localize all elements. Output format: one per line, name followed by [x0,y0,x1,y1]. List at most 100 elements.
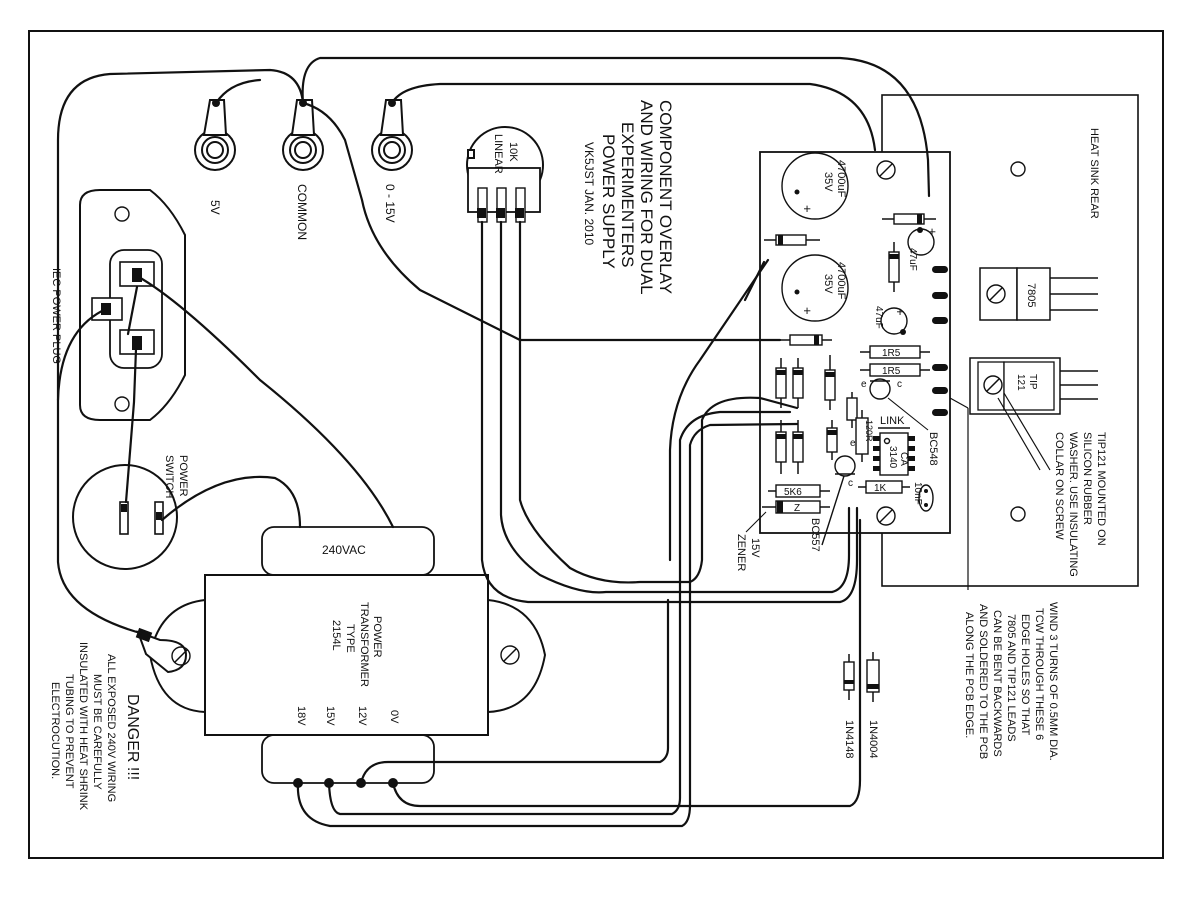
diode-1n4004 [866,652,880,702]
pot-type: LINEAR [492,134,504,174]
svg-text:+: + [800,307,815,315]
diode-stack-bottom [775,392,858,474]
diode-d4 [780,334,832,346]
svg-text:VK5JST JAN. 2010: VK5JST JAN. 2010 [582,142,596,245]
svg-text:47uF: 47uF [873,306,884,329]
svg-text:CA: CA [898,452,909,466]
svg-text:TUBING TO PREVENT: TUBING TO PREVENT [63,674,75,789]
svg-text:10nF: 10nF [912,482,923,505]
resistor-120r [855,410,869,462]
diode-1n4004-label: 1N4004 [867,720,879,759]
svg-text:TCW THROUGH THESE 6: TCW THROUGH THESE 6 [1033,608,1045,740]
terminal-5v-label: 5V [208,200,222,215]
diode-d3 [764,234,820,246]
tip121-label-1: TIP [1027,374,1038,390]
transformer-label-1: POWER [371,616,383,658]
regulator-7805 [979,267,1098,321]
pcb-board: 4700uF 35V + 4700uF 35V + 47uF + 47uF + [745,151,951,552]
svg-text:CAN BE BENT BACKWARDS: CAN BE BENT BACKWARDS [991,610,1003,757]
svg-text:35V: 35V [822,172,834,192]
svg-text:INSULATED WITH HEAT SHRINK: INSULATED WITH HEAT SHRINK [77,642,89,811]
svg-text:e: e [850,438,856,449]
svg-text:1K: 1K [874,483,887,494]
svg-text:ELECTROCUTION.: ELECTROCUTION. [49,682,61,779]
wiring [56,56,931,828]
terminal-5v [194,99,236,171]
tap-18v: 18V [295,706,307,726]
zener-label-1: 15V [749,538,761,558]
terminal-0-15v [371,99,413,171]
diagram-title: COMPONENT OVERLAY AND WIRING FOR DUAL EX… [582,100,675,295]
capacitor-4700uf-1 [781,152,849,220]
resistor-1r5-2 [860,363,930,377]
transistor-tip121 [969,357,1098,415]
power-transformer [148,526,547,784]
terminal-0-15v-label: 0 - 15V [383,184,397,223]
capacitor-47uf-1 [907,227,935,256]
heat-sink: HEAT SINK REAR 7805 TIP 121 [881,94,1139,587]
svg-text:AND SOLDERED TO THE PCB: AND SOLDERED TO THE PCB [977,604,989,759]
svg-text:LINK: LINK [880,415,905,427]
svg-text:EXPERIMENTERS: EXPERIMENTERS [618,122,637,267]
chassis-outline [28,30,1164,859]
svg-text:1R5: 1R5 [882,366,901,377]
svg-text:4700uF: 4700uF [835,160,847,198]
transformer-primary: 240VAC [322,543,366,557]
transformer-label-3: TYPE [344,624,356,653]
diode-1n4148 [843,654,855,700]
resistor-1k [858,480,910,494]
svg-text:Z: Z [794,503,800,514]
iec-label: IEC POWER PLUG [50,268,62,364]
svg-text:7805 AND TIP121 LEADS: 7805 AND TIP121 LEADS [1005,614,1017,742]
svg-text:+: + [800,205,815,213]
transformer-label-4: 2154L [330,620,342,651]
tip121-label-2: 121 [1015,374,1026,391]
svg-text:AND WIRING FOR DUAL: AND WIRING FOR DUAL [637,100,656,295]
resistor-1r5-1 [860,345,930,359]
heatsink-label: HEAT SINK REAR [1088,128,1100,219]
svg-text:MUST BE CAREFULLY: MUST BE CAREFULLY [91,674,103,790]
svg-text:+: + [893,308,908,316]
svg-text:1R5: 1R5 [882,348,901,359]
svg-text:DANGER !!!: DANGER !!! [124,694,141,780]
svg-text:COLLAR ON SCREW: COLLAR ON SCREW [1053,432,1065,540]
tap-15v: 15V [324,706,336,726]
reg-7805-label: 7805 [1025,283,1037,307]
power-switch [72,464,178,570]
potentiometer-10k [466,126,544,223]
svg-text:ALL EXPOSED 240V WIRING: ALL EXPOSED 240V WIRING [105,654,117,802]
svg-text:SILICON RUBBER: SILICON RUBBER [1081,432,1093,525]
svg-text:+: + [925,228,940,236]
svg-text:EDGE HOLES SO THAT: EDGE HOLES SO THAT [1019,614,1031,736]
transistor-bc557 [834,455,856,477]
svg-text:COMPONENT OVERLAY: COMPONENT OVERLAY [656,100,675,294]
svg-text:35V: 35V [822,274,834,294]
zener-diode [762,500,830,514]
svg-text:WASHER. USE INSULATING: WASHER. USE INSULATING [1067,432,1079,577]
diode-1n4148-label: 1N4148 [843,720,855,759]
capacitor-4700uf-2 [781,254,849,322]
tap-0v: 0V [388,710,400,724]
ic-ca3140 [873,432,915,476]
svg-text:POWER SUPPLY: POWER SUPPLY [599,134,618,269]
diode-d1 [882,213,936,225]
diode-stack-top [775,355,836,410]
svg-text:TIP121 MOUNTED ON: TIP121 MOUNTED ON [1095,432,1107,546]
wind-turns-note: WIND 3 TURNS OF 0.5MM DIA. TCW THROUGH T… [963,602,1059,761]
svg-text:3140: 3140 [887,446,898,469]
svg-text:47uF: 47uF [907,248,918,271]
edge-holes [932,266,948,416]
svg-text:c: c [848,478,853,489]
resistor-5k6 [768,484,830,498]
capacitor-10nf [918,484,934,512]
pot-value: 10K [507,142,519,162]
svg-text:4700uF: 4700uF [835,262,847,300]
diode-d2 [888,242,900,292]
danger-note: DANGER !!! ALL EXPOSED 240V WIRING MUST … [49,642,141,811]
svg-text:e: e [861,379,867,390]
svg-text:WIND 3 TURNS OF 0.5MM DIA.: WIND 3 TURNS OF 0.5MM DIA. [1047,602,1059,761]
svg-text:BC557: BC557 [809,518,821,552]
tip121-note: TIP121 MOUNTED ON SILICON RUBBER WASHER.… [1053,432,1107,577]
terminal-common [282,99,324,171]
